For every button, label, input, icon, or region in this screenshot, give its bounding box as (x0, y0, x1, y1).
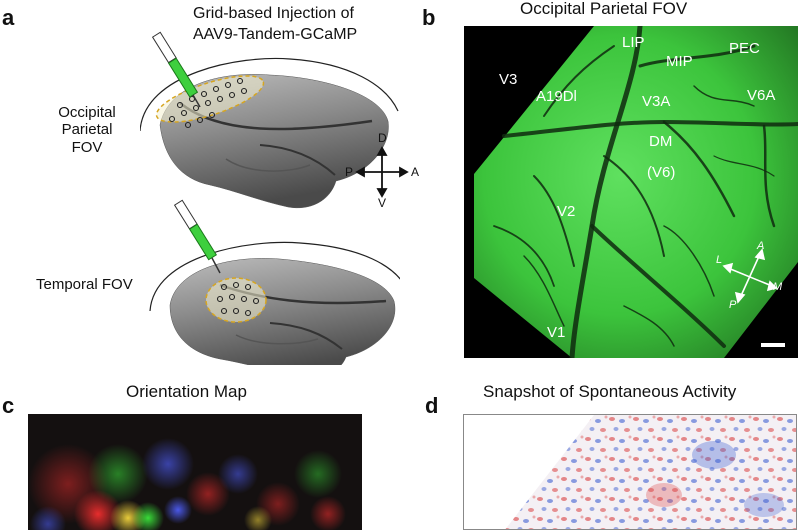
syringe-occipital (151, 31, 201, 108)
orientation-map-image (28, 414, 362, 530)
panel-b-title: Occipital Parietal FOV (520, 0, 688, 18)
area-label-lip: LIP (622, 34, 645, 51)
compass-l-label-b: L (716, 254, 723, 266)
fluorescence-field (474, 26, 798, 358)
lower-brain (149, 199, 400, 365)
panel-letter-c: c (2, 393, 15, 418)
alpm-compass-arrows (722, 248, 778, 304)
occipital-parietal-fov-image (464, 26, 798, 358)
compass-p-label: P (345, 165, 354, 179)
spontaneous-activity-image (463, 414, 797, 530)
scale-bar (761, 343, 785, 347)
spontaneous-activity-field (505, 415, 796, 529)
temporal-fov-label: Temporal FOV (36, 276, 133, 293)
occipital-fov-label-line1: Occipital Parietal (58, 104, 116, 139)
blood-vessels (493, 26, 798, 358)
area-label-dm: DM (649, 133, 673, 150)
area-label-a19dl: A19Dl (536, 88, 577, 105)
brain-illustrations (140, 31, 400, 365)
panel-c-title: Orientation Map (126, 382, 247, 401)
dv-pa-compass-arrows (355, 146, 409, 198)
panel-letter-d: d (425, 393, 439, 418)
panel-letter-a: a (2, 5, 15, 30)
occipital-fov-label: Occipital Parietal FOV (32, 104, 142, 156)
area-label-v3: V3 (499, 71, 518, 88)
syringe-temporal (173, 199, 221, 274)
upper-brain (140, 31, 399, 209)
occipital-fov-label-line2: FOV (71, 138, 103, 156)
injection-grid-occipital (168, 77, 248, 129)
area-label-v3a: V3A (642, 93, 671, 110)
panel-a-title-line1: Grid-based Injection of (193, 5, 354, 22)
compass-d-label: D (378, 131, 387, 145)
area-label-mip: MIP (666, 53, 693, 70)
panel-d-title: Snapshot of Spontaneous Activity (483, 382, 737, 401)
compass-p-label-b: P (729, 299, 737, 311)
compass-m-label-b: M (773, 281, 783, 293)
panel-a-title-line2: AAV9-Tandem-GCaMP (193, 26, 358, 43)
area-label-v6a: V6A (747, 87, 776, 104)
compass-v-label: V (378, 196, 387, 210)
panel-letter-b: b (422, 5, 436, 30)
compass-a-label: A (411, 165, 420, 179)
injection-grid-temporal (216, 281, 260, 317)
area-label-pec: PEC (729, 40, 760, 57)
area-label-v2: V2 (557, 203, 576, 220)
area-label-v1: V1 (547, 324, 566, 341)
compass-a-label-b: A (757, 240, 765, 252)
area-label-v6: (V6) (647, 164, 676, 181)
orientation-map-field (28, 438, 346, 530)
